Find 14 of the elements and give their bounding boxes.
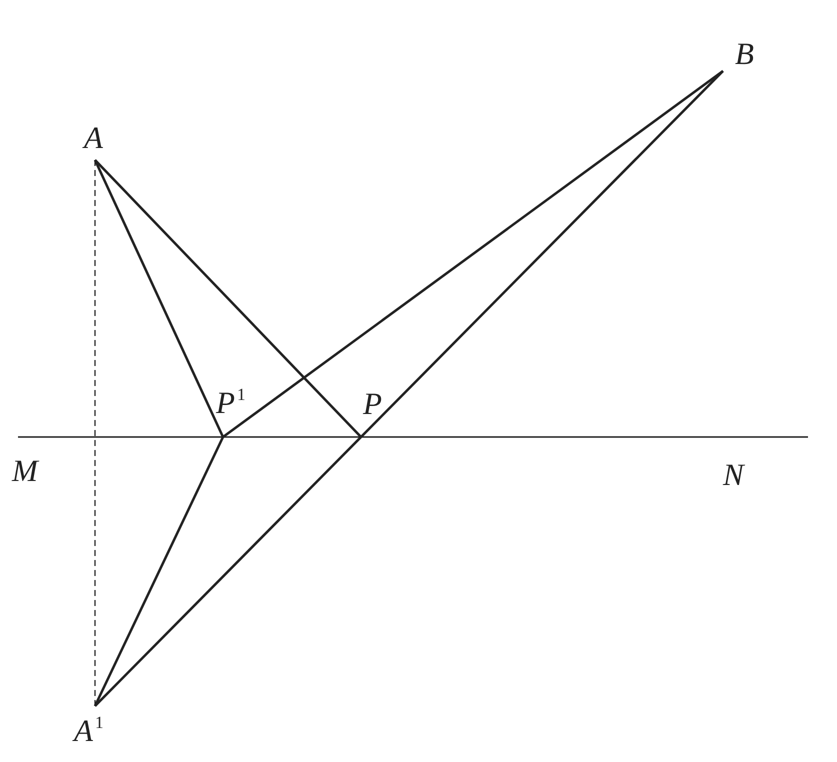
line-segment (94, 436, 224, 707)
line-segment (360, 70, 724, 438)
line-segment (94, 159, 362, 438)
point-label: A$^{1}$ (74, 714, 104, 746)
point-label: P$^{1}$ (216, 386, 246, 418)
line-segment (94, 436, 362, 707)
point-label: A (84, 122, 103, 153)
line-end-label: M (12, 455, 38, 486)
line-segment (94, 159, 224, 438)
dashed-line (94, 160, 96, 706)
point-label: P (363, 388, 382, 419)
point-label: B (735, 38, 754, 69)
line-segment (222, 70, 724, 438)
line-end-label: N (723, 459, 744, 490)
